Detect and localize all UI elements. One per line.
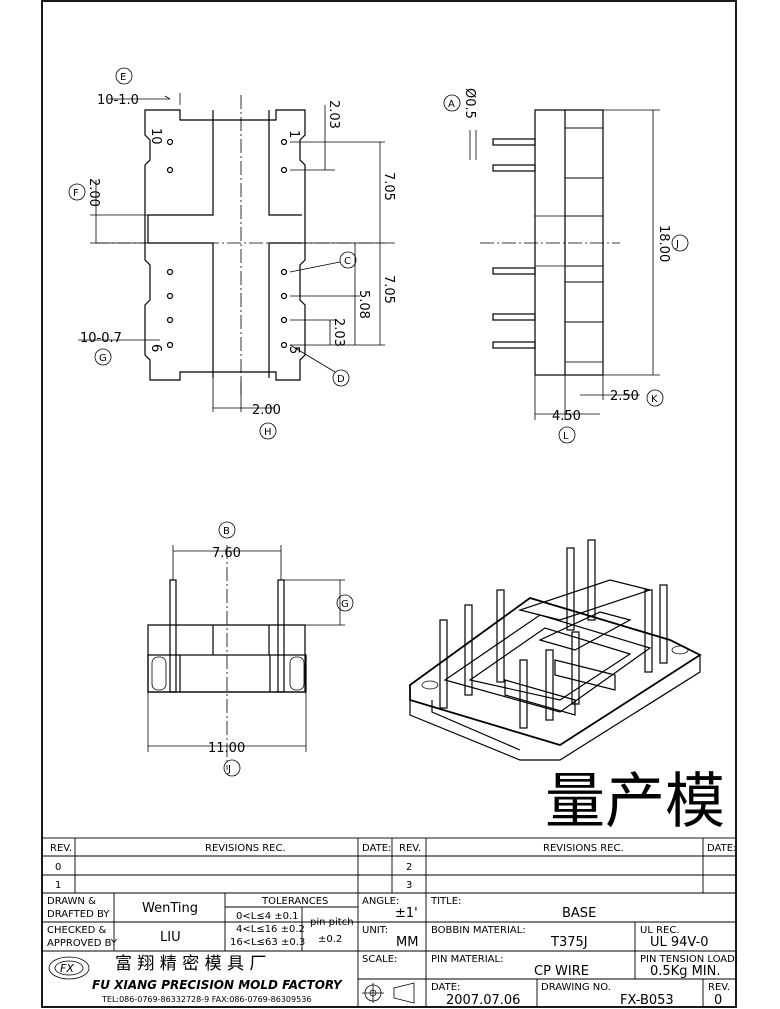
- rev-label: REV.: [708, 982, 730, 993]
- dim-top-half-height: 7.05: [381, 172, 396, 201]
- tolerance-row-1: 0<L≤4 ±0.1: [236, 911, 299, 922]
- date-value: 2007.07.06: [446, 993, 520, 1008]
- pin-number-1: 1: [286, 130, 301, 138]
- ul-label: UL REC.: [640, 925, 680, 936]
- company-logo-icon: FX: [48, 956, 90, 980]
- pin-pitch-label: pin pitch: [310, 917, 354, 928]
- title-label: TITLE:: [430, 896, 461, 907]
- top-view: 10 1 6 5 10-1.0 E 2.03 7.05 7.05 5.08 2.…: [68, 67, 396, 440]
- date-label: DATE:: [431, 982, 460, 993]
- tolerances-label: TOLERANCES: [261, 896, 328, 907]
- unit-value: MM: [396, 935, 418, 950]
- callout-g-front: G: [341, 599, 349, 610]
- logo-text: FX: [60, 962, 74, 975]
- dim-holes-small: 10-0.7: [80, 331, 122, 346]
- bobbin-material-label: BOBBIN MATERIAL:: [431, 925, 526, 936]
- callout-h: H: [264, 427, 272, 438]
- dim-bottom-pin-span: 5.08: [356, 290, 371, 319]
- tolerance-row-2: 4<L≤16 ±0.2: [236, 924, 305, 935]
- checked-by-label-2: APPROVED BY: [47, 938, 118, 949]
- dim-base-height: 2.50: [610, 389, 639, 404]
- drawn-by-label-2: DRAFTED BY: [47, 909, 110, 920]
- callout-j-side: J: [675, 239, 679, 250]
- drawing-no-value: FX-B053: [620, 993, 674, 1008]
- company-name-en: FU XIANG PRECISION MOLD FACTORY: [92, 978, 343, 992]
- unit-label: UNIT:: [362, 925, 388, 936]
- production-stamp: 量产模: [545, 767, 725, 837]
- tolerance-row-3: 16<L≤63 ±0.3: [230, 937, 305, 948]
- drawn-by-value: WenTing: [142, 901, 198, 916]
- callout-b: B: [223, 526, 230, 537]
- callout-a: A: [448, 99, 455, 110]
- rev-row-3: 3: [406, 880, 412, 891]
- scale-label: SCALE:: [362, 954, 397, 965]
- company-contact: TEL:086-0769-86332728-9 FAX:086-0769-863…: [101, 995, 311, 1004]
- pin-tension-label: PIN TENSION LOAD:: [640, 954, 738, 965]
- dim-bottom-half-height: 7.05: [381, 275, 396, 304]
- dim-cross-wall-left: 2.00: [86, 178, 101, 207]
- callout-e: E: [120, 72, 126, 83]
- angle-value: ±1': [395, 906, 418, 921]
- checked-by-value: LIU: [160, 930, 181, 945]
- company-name-cn: 富 翔 精 密 模 具 厂: [115, 954, 266, 974]
- dim-pin-pitch-top: 2.03: [326, 100, 341, 129]
- callout-f: F: [73, 188, 79, 199]
- dim-overall-width: 11.00: [208, 741, 245, 756]
- dim-total-height: 4.50: [552, 409, 581, 424]
- title-block: REV. REVISIONS REC. DATE: REV. REVISIONS…: [41, 837, 738, 1008]
- drawing-no-label: DRAWING NO.: [541, 982, 611, 993]
- callout-k: K: [651, 394, 658, 405]
- bobbin-material-value: T375J: [550, 935, 588, 950]
- revisions-header-left: REVISIONS REC.: [205, 843, 286, 854]
- projection-symbol-icon: [362, 982, 415, 1004]
- callout-j-front: J: [227, 764, 231, 775]
- date-header-left: DATE:: [362, 843, 391, 854]
- revisions-header-right: REVISIONS REC.: [543, 843, 624, 854]
- callout-d: D: [337, 374, 345, 385]
- pin-material-value: CP WIRE: [534, 964, 589, 979]
- pin-number-5: 5: [286, 346, 301, 354]
- angle-label: ANGLE:: [362, 896, 399, 907]
- callout-g: G: [99, 353, 107, 364]
- rev-header-left: REV.: [50, 843, 72, 854]
- dim-pin-pitch-bottom: 2.03: [331, 318, 346, 347]
- dim-overall-length: 18.00: [656, 225, 671, 262]
- dim-cross-wall-bottom: 2.00: [252, 403, 281, 418]
- drawn-by-label-1: DRAWN &: [47, 896, 96, 907]
- pin-pitch-value: ±0.2: [318, 934, 342, 945]
- dim-pin-diameter: Ø0.5: [462, 88, 477, 119]
- rev-row-2: 2: [406, 862, 412, 873]
- rev-row-1: 1: [55, 880, 61, 891]
- pin-number-10: 10: [148, 128, 163, 145]
- callout-l: L: [563, 431, 569, 442]
- pin-tension-value: 0.5Kg MIN.: [650, 964, 721, 979]
- pin-material-label: PIN MATERIAL:: [431, 954, 503, 965]
- ul-value: UL 94V-0: [650, 935, 709, 950]
- front-view: 7.60 B G 11.00 J: [147, 521, 354, 777]
- rev-value: 0: [714, 993, 722, 1008]
- rev-header-right: REV.: [399, 843, 421, 854]
- side-view: Ø0.5 A 18.00 J 2.50 K 4.50 L: [443, 88, 689, 444]
- date-header-right: DATE:: [707, 843, 736, 854]
- pin-number-6: 6: [148, 344, 163, 352]
- isometric-view: [409, 539, 702, 761]
- rev-row-0: 0: [55, 862, 61, 873]
- dim-pin-row-spacing: 7.60: [212, 546, 241, 561]
- dim-top-holes-large: 10-1.0: [97, 93, 139, 108]
- callout-c: C: [344, 256, 351, 267]
- title-value: BASE: [562, 906, 596, 921]
- checked-by-label-1: CHECKED &: [47, 925, 107, 936]
